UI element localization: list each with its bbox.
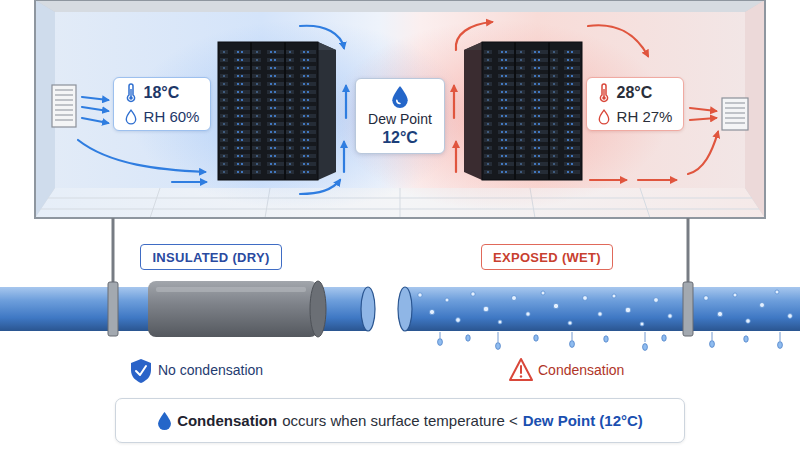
thermometer-icon (125, 83, 137, 103)
reading-row: 18°C (125, 83, 180, 103)
note-text: occurs when surface temperature < (282, 412, 518, 429)
dew-point-title: Dew Point (368, 111, 432, 127)
humidity-value: RH 60% (144, 108, 200, 125)
status-label: Condensation (538, 362, 624, 378)
droplet-icon (598, 109, 610, 125)
pipe-tag: INSULATED (DRY) (140, 244, 281, 270)
thermometer-icon (598, 83, 610, 103)
droplet-icon (157, 411, 172, 431)
temperature-value: 28°C (617, 84, 653, 102)
rule-note: Condensation occurs when surface temperat… (115, 398, 685, 443)
pipe-tag: EXPOSED (WET) (481, 244, 613, 270)
pipe-tag-text: INSULATED (DRY) (152, 250, 269, 265)
reading-box: 18°C RH 60% (113, 77, 212, 131)
droplet-icon (391, 85, 409, 109)
humidity-value: RH 27% (617, 108, 673, 125)
reading-box: 28°C RH 27% (586, 77, 685, 131)
reading-row: RH 60% (125, 108, 200, 125)
dew-point-value: 12°C (382, 129, 418, 147)
note-term: Condensation (177, 412, 277, 429)
droplet-icon (125, 109, 137, 125)
reading-row: 28°C (598, 83, 653, 103)
pipe-tag-text: EXPOSED (WET) (493, 250, 601, 265)
note-term: Dew Point (12°C) (523, 412, 643, 429)
reading-row: RH 27% (598, 108, 673, 125)
dew-point-box: Dew Point 12°C (355, 78, 445, 154)
temperature-value: 18°C (144, 84, 180, 102)
status-label: No condensation (158, 362, 263, 378)
